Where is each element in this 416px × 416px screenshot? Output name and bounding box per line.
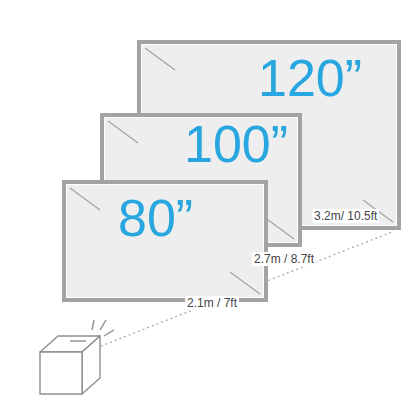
screen-size: 80”	[118, 192, 193, 244]
projector-icon	[40, 320, 114, 394]
screen-size: 100”	[184, 118, 288, 170]
glare-line	[145, 48, 175, 70]
distance-label: 2.1m / 7ft	[185, 296, 239, 310]
glare-line	[230, 272, 260, 294]
glare-line	[108, 121, 138, 143]
screen-size: 120”	[258, 52, 362, 104]
distance-label: 2.7m / 8.7ft	[252, 252, 316, 266]
glare-line	[70, 188, 100, 210]
distance-label: 3.2m/ 10.5ft	[312, 209, 379, 223]
screen-box: 80”	[62, 180, 268, 302]
glare-line	[264, 217, 294, 239]
